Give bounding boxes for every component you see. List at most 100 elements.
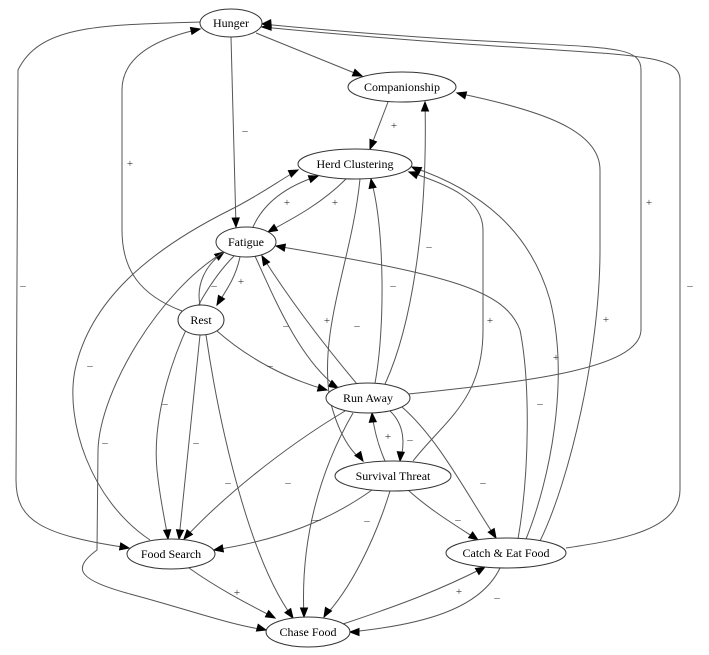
node-fatigue[interactable]: Fatigue [215, 226, 277, 258]
edge-sign-label: – [101, 437, 108, 449]
edge-foodsearch-to-chase [188, 567, 277, 619]
edge-rest-to-chase [205, 334, 294, 620]
node-rest[interactable]: Rest [177, 304, 225, 336]
node-ellipse [215, 226, 277, 258]
node-label: Companionship [364, 80, 440, 94]
arrowhead-icon [348, 627, 360, 637]
node-ellipse [297, 148, 413, 180]
edge-line [230, 36, 237, 228]
edge-line [407, 489, 479, 541]
edge-herd-to-threat [327, 178, 364, 463]
arrowhead-icon [420, 100, 430, 112]
edge-line [401, 406, 497, 539]
arrowhead-icon [407, 171, 420, 180]
arrowhead-icon [307, 175, 320, 184]
edge-chase-to-catch [342, 566, 487, 625]
node-herd[interactable]: Herd Clustering [297, 148, 413, 180]
edge-line [183, 410, 346, 540]
edge-sign-label: + [284, 197, 290, 209]
edge-sign-label: + [234, 587, 240, 599]
edge-line [349, 567, 501, 633]
arrowhead-icon [287, 169, 300, 178]
edge-sign-label: + [324, 315, 330, 327]
node-hunger[interactable]: Hunger [199, 8, 263, 38]
edge-runaway-to-herd [368, 177, 383, 384]
edge-runaway-to-catch [401, 406, 497, 540]
arrowhead-icon [351, 68, 364, 77]
node-catch[interactable]: Catch & Eat Food [445, 537, 567, 569]
arrowhead-icon [369, 138, 378, 151]
edge-line [456, 92, 601, 542]
node-foodsearch[interactable]: Food Search [126, 538, 216, 570]
node-label: Catch & Eat Food [463, 546, 550, 560]
edge-companionship-to-herd [369, 101, 389, 151]
arrowhead-icon [175, 529, 185, 541]
edge-line [72, 169, 299, 541]
edge-runaway-to-foodsearch [183, 410, 346, 541]
edge-line [411, 166, 559, 540]
arrowhead-icon [255, 623, 268, 632]
edge-sign-label: – [314, 514, 321, 526]
edge-line [178, 334, 201, 540]
edge-catch-to-herd [410, 166, 559, 540]
arrowhead-icon [323, 606, 333, 619]
edge-threat-to-foodsearch [212, 489, 373, 553]
arrowhead-icon [467, 531, 480, 541]
edge-sign-label: – [241, 125, 248, 137]
arrowhead-icon [316, 383, 329, 392]
edge-foodsearch-to-herd [72, 169, 300, 541]
edge-sign-label: – [493, 592, 500, 604]
edge-hunger-to-companionship [255, 32, 364, 77]
arrowhead-icon [261, 254, 271, 267]
edge-line [82, 251, 267, 631]
edge-sign-label: – [310, 514, 317, 526]
node-threat[interactable]: Survival Threat [334, 460, 452, 492]
edge-hunger-to-fatigue [230, 36, 240, 229]
edge-sign-label: + [127, 158, 133, 170]
edge-line [261, 23, 642, 395]
edge-sign-label: – [282, 320, 289, 332]
edge-line [323, 490, 391, 618]
edge-line [384, 101, 426, 385]
edge-sign-label: + [238, 276, 244, 288]
edge-line [255, 32, 363, 77]
edge-sign-label: – [686, 280, 693, 292]
arrowhead-icon [455, 91, 468, 100]
node-ellipse [445, 537, 567, 569]
node-label: Chase Food [280, 625, 337, 639]
edge-sign-label: + [487, 315, 493, 327]
arrowhead-icon [189, 26, 202, 36]
edge-labels-layer: –++++–+––––+––+––++––––––––––++––++– [19, 120, 693, 604]
edge-catch-to-fatigue [274, 243, 528, 540]
edge-catch-to-chase [348, 567, 501, 637]
edge-fatigue-to-rest [216, 256, 241, 307]
arrowhead-icon [183, 529, 194, 541]
arrowhead-icon [274, 243, 287, 252]
node-runaway[interactable]: Run Away [325, 382, 411, 414]
arrowhead-icon [212, 544, 225, 553]
edge-line [342, 566, 486, 625]
edge-herd-to-fatigue [266, 178, 347, 233]
edge-runaway-to-fatigue [261, 254, 358, 385]
edge-sign-label: – [363, 515, 370, 527]
node-companionship[interactable]: Companionship [347, 71, 457, 103]
node-ellipse [177, 304, 225, 336]
node-label: Run Away [343, 391, 393, 405]
edge-line [15, 21, 201, 549]
edge-sign-label: – [284, 477, 291, 489]
edge-sign-label: – [86, 360, 93, 372]
edge-threat-to-runaway [368, 411, 386, 462]
edge-rest-to-foodsearch [175, 334, 201, 541]
edge-fatigue-to-runaway [254, 255, 340, 389]
node-chase[interactable]: Chase Food [265, 616, 351, 648]
node-label: Food Search [141, 547, 201, 561]
edge-line [275, 245, 528, 540]
arrowhead-icon [266, 223, 279, 233]
edge-sign-label: + [332, 197, 338, 209]
edge-catch-to-hunger [260, 22, 681, 549]
arrowhead-icon [327, 379, 340, 389]
edge-line [121, 28, 201, 312]
edge-sign-label: – [425, 241, 432, 253]
edge-runaway-to-threat [389, 410, 406, 463]
edge-sign-label: – [454, 514, 461, 526]
